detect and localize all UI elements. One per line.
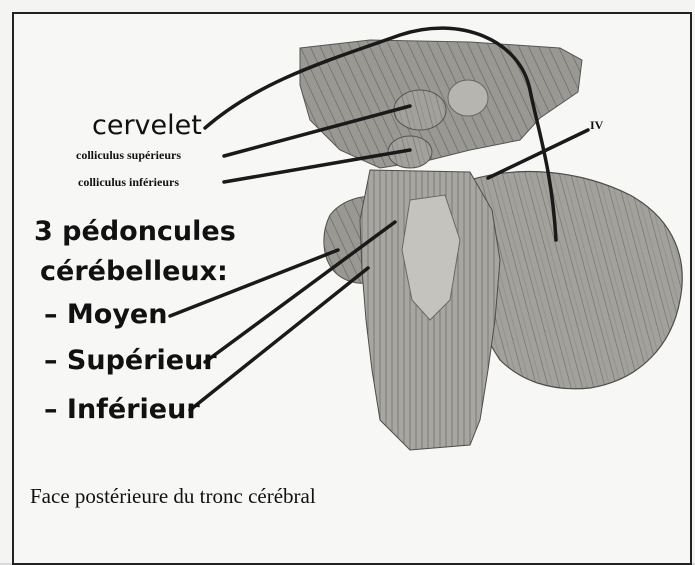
label-cervelet: cervelet [92,110,202,141]
inferieur-leader [190,268,368,410]
label-pedoncules-line2: cérébelleux: [40,256,228,287]
figure-caption: Face postérieure du tronc cérébral [30,484,316,509]
label-pedoncules-line1: 3 pédoncules [34,216,236,247]
label-colliculus-inferieurs: colliculus inférieurs [78,175,179,190]
label-colliculus-superieurs: colliculus supérieurs [76,148,181,163]
label-superieur: – Supérieur [44,345,217,376]
label-iv: IV [590,118,603,133]
label-inferieur: – Inférieur [44,394,200,425]
label-moyen: – Moyen [44,299,167,330]
